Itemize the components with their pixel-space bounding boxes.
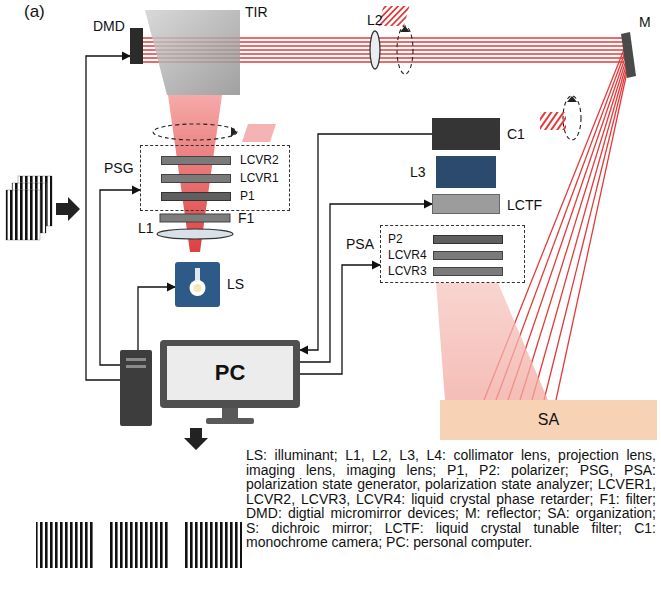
part-name: SA [440, 400, 657, 440]
output-patterns [36, 522, 242, 568]
control-line [300, 204, 432, 362]
retarder-plate: LCVR2 [161, 156, 231, 165]
retarder-plate: LCVR1 [161, 174, 231, 183]
rotation-indicator [397, 26, 413, 74]
dmd-chip: DMD [130, 28, 143, 64]
collimator-lens [157, 229, 233, 239]
rotation-arrowhead [567, 96, 577, 102]
part-name: LCVR3 [388, 264, 427, 278]
mirror [621, 32, 636, 78]
part-name: LCVR1 [240, 171, 279, 185]
computer-shape [126, 365, 146, 368]
rotation-arrowhead [231, 26, 577, 137]
mirror [621, 32, 636, 78]
computer-shape [126, 358, 146, 361]
fringe-icon [540, 112, 566, 130]
fringe-icon [242, 6, 566, 142]
filter-plate [160, 214, 230, 222]
output-patterns [110, 522, 168, 568]
input-arrow [56, 197, 80, 221]
light-source-shape [175, 262, 220, 307]
tir-prism: TIR [145, 10, 240, 95]
part-label: F1 [238, 210, 254, 226]
psg-group: PSGLCVR2LCVR1P1 [140, 145, 290, 211]
input-patterns [6, 190, 40, 240]
computer-shape [222, 408, 238, 418]
control-line [100, 190, 140, 365]
part-name: PSA [346, 236, 374, 252]
polarizer-plate: P2 [433, 235, 503, 244]
tir-prism-shape [145, 10, 240, 95]
reflected-beams [508, 52, 627, 400]
part-label: L2 [367, 12, 383, 28]
rotation-indicator [153, 124, 237, 140]
output-arrow [184, 428, 208, 450]
polarizer-plate: P1 [161, 192, 231, 201]
control-line [86, 56, 130, 380]
computer-shape [120, 340, 300, 428]
part-name: C1 [507, 126, 525, 142]
retarder-plate: LCVR3 [433, 267, 503, 276]
part-name: PC [167, 346, 293, 400]
imaging-beam [436, 283, 548, 400]
input-patterns [6, 190, 40, 240]
rotation-arrowhead [400, 26, 410, 32]
part-name: P1 [240, 189, 255, 203]
light-source-shape [175, 262, 220, 307]
imaging-lens: L3 [436, 156, 496, 188]
light-source-shape [194, 284, 202, 292]
part-name: LCVR2 [240, 153, 279, 167]
computer-shape [120, 350, 152, 426]
reflected-beams [520, 57, 627, 400]
part-label: L1 [138, 220, 154, 236]
fringe-icon [242, 124, 276, 142]
control-line [300, 265, 380, 374]
part-name: TIR [245, 4, 268, 20]
part-name: DMD [93, 18, 125, 34]
projection-lens [370, 31, 380, 69]
part-name: LCVR4 [388, 248, 427, 262]
control-line [300, 134, 432, 350]
part-name: LCTF [507, 197, 542, 213]
psa-group: PSAP2LCVR4LCVR3 [380, 225, 525, 283]
imaging-beam [436, 283, 548, 400]
reflected-beams [532, 62, 627, 400]
input-arrow [56, 197, 80, 221]
output-patterns [184, 522, 242, 568]
collimator-lens [157, 229, 233, 239]
fringe-icon [378, 6, 409, 26]
rotation-arrowhead [231, 127, 237, 137]
part-name: LS [227, 276, 244, 292]
part-label: M [639, 14, 651, 30]
reflected-beams [556, 72, 627, 400]
light-source-shape [190, 280, 206, 296]
part-name: PSG [104, 160, 134, 176]
input-patterns [6, 176, 52, 240]
part-name: P2 [388, 232, 403, 246]
output-patterns [36, 522, 94, 568]
output-arrow [184, 428, 208, 450]
computer: PC [120, 340, 300, 428]
part-name: L3 [410, 164, 426, 180]
tir-prism-shape [145, 10, 240, 95]
camera: C1 [432, 118, 500, 150]
projection-lens [370, 31, 380, 69]
filter-plate [160, 214, 230, 222]
computer-shape [167, 346, 293, 400]
legend-note: LS: illuminant; L1, L2, L3, L4: collimat… [246, 448, 656, 550]
tunable-filter: LCTF [432, 194, 500, 214]
panel-label: (a) [24, 4, 45, 20]
retarder-plate: LCVR4 [433, 251, 503, 260]
computer-shape [206, 418, 254, 424]
computer-shape [160, 340, 300, 408]
light-source-shape [195, 268, 200, 282]
sample-block: SA [440, 400, 657, 440]
light-source: LS [175, 262, 220, 307]
